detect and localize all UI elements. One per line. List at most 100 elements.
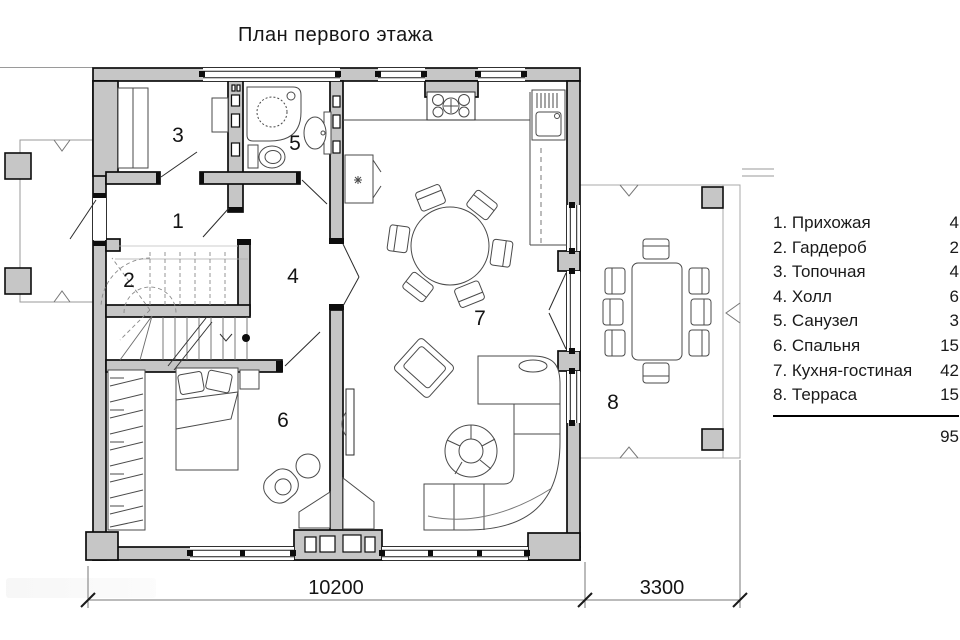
corner-unit (342, 476, 375, 530)
legend-item-area: 6 (949, 286, 959, 306)
stove (426, 91, 476, 121)
legend-item-label: 8. Терраса (773, 385, 858, 405)
porch-post (4, 267, 32, 295)
room-label-6: 6 (277, 409, 289, 432)
bedroom-chair (263, 468, 299, 504)
chair (688, 267, 710, 295)
terrace-door-leaf (548, 272, 567, 311)
sofa-pillow (518, 359, 548, 373)
bathroom-door (301, 179, 328, 205)
slope-arrow (619, 184, 639, 197)
terrace-post (701, 428, 724, 451)
room-label-3: 3 (172, 124, 184, 147)
interior-wall-lower (329, 309, 344, 548)
legend-item-3: 3. Топочная 4 (773, 260, 959, 285)
bathroom-fixtures (246, 86, 332, 169)
interior-wall (199, 171, 301, 185)
legend-item-2: 2. Гардероб 2 (773, 236, 959, 261)
bed (175, 367, 239, 471)
bedroom-door (284, 331, 321, 367)
front-door-leaf (69, 199, 97, 240)
kitchen-sink (531, 89, 566, 141)
chair (642, 362, 670, 384)
chair (604, 329, 626, 357)
chair (489, 238, 514, 268)
legend-item-1: 1. Прихожая 4 (773, 211, 959, 236)
terrace-dining-set (602, 238, 712, 384)
legend-item-area: 4 (949, 262, 959, 282)
legend-divider (773, 414, 959, 417)
staircase (100, 245, 250, 371)
room-labels: 1 2 3 4 5 6 7 8 (123, 124, 619, 432)
terrace-post (701, 186, 724, 209)
legend-item-8: 8. Терраса 15 (773, 383, 959, 408)
pilaster (85, 531, 119, 561)
stair-wall (105, 304, 251, 318)
legend-item-label: 5. Санузел (773, 311, 859, 331)
living-area (341, 338, 561, 531)
washbasin (303, 116, 327, 150)
watermark (6, 578, 156, 598)
stair-wall (237, 239, 251, 316)
shower-tray (256, 96, 288, 128)
wardrobe (107, 369, 146, 531)
boiler-room-door (160, 151, 198, 178)
corner-sofa (423, 355, 561, 531)
legend-item-label: 6. Спальня (773, 335, 861, 355)
kitchen (343, 89, 567, 246)
legend-total-area: 95 (940, 426, 959, 446)
interior-wall (105, 171, 161, 185)
room-label-1: 1 (172, 210, 184, 233)
door-swings (69, 151, 567, 367)
nightstand (239, 369, 260, 390)
legend-item-label: 2. Гардероб (773, 237, 867, 257)
dimension-annotations: 10200 3300 (80, 460, 748, 608)
hall-door (202, 207, 230, 238)
legend-item-area: 15 (940, 335, 959, 355)
slope-arrow (53, 139, 71, 152)
reference-lines (0, 67, 774, 177)
chair (690, 298, 712, 326)
dimension-ticks (80, 592, 748, 608)
legend-item-area: 42 (940, 360, 959, 380)
porch-post (4, 152, 32, 180)
entry-porch (4, 139, 94, 303)
legend-item-label: 3. Топочная (773, 262, 866, 282)
dimension-terrace-width: 3300 (640, 577, 685, 599)
legend-item-6: 6. Спальня 15 (773, 334, 959, 359)
legend-item-4: 4. Холл 6 (773, 285, 959, 310)
legend-item-7: 7. Кухня-гостиная 42 (773, 359, 959, 384)
boiler-room-equipment (117, 87, 229, 169)
room-label-7: 7 (474, 307, 486, 330)
tall-cabinet (344, 154, 382, 204)
room-label-5: 5 (289, 132, 301, 155)
side-table (295, 453, 321, 479)
windows (93, 68, 580, 560)
wall-end-caps (156, 172, 344, 372)
terrace-door-leaf (548, 312, 567, 350)
chair (642, 238, 670, 260)
pilaster (527, 532, 581, 561)
interior-wall-stub (105, 238, 121, 252)
legend-item-label: 7. Кухня-гостиная (773, 360, 913, 380)
ottoman (444, 424, 498, 478)
chair (602, 298, 624, 326)
tv (341, 388, 355, 456)
legend-item-5: 5. Санузел 3 (773, 309, 959, 334)
dimension-main-width: 10200 (308, 577, 364, 599)
slope-arrow (619, 446, 639, 459)
room-label-4: 4 (287, 265, 299, 288)
hall-kitchen-splay (342, 243, 360, 278)
legend-item-area: 15 (940, 385, 959, 405)
round-table (410, 206, 490, 286)
room-label-8: 8 (607, 391, 619, 414)
page-title: План первого этажа (238, 24, 434, 46)
slope-arrow (725, 302, 741, 324)
terrace-structure (579, 184, 741, 459)
terrace-table (631, 262, 683, 361)
chair (604, 267, 626, 295)
shower-head (286, 91, 296, 101)
slope-arrow (53, 290, 71, 303)
legend-item-area: 3 (949, 311, 959, 331)
